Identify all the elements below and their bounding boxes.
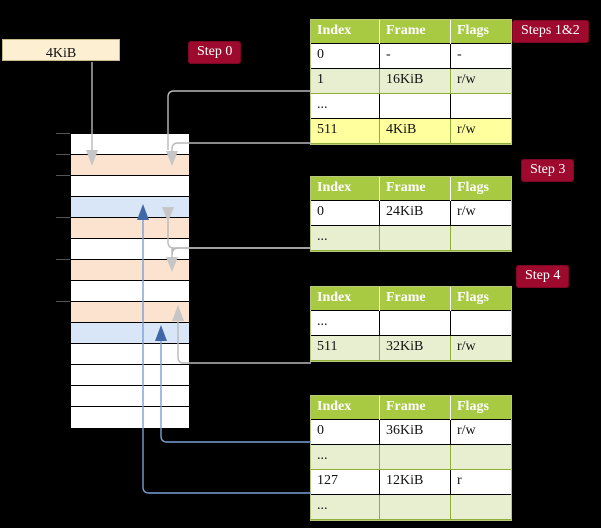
column-header-index: Index: [311, 287, 380, 311]
column-header-frame: Frame: [379, 20, 451, 44]
memory-row-tick: [56, 259, 70, 260]
memory-frame-row: [71, 365, 189, 386]
table-cell-frame: 24KiB: [379, 200, 451, 226]
table-cell-flags: r: [450, 469, 511, 495]
table-cell-flags: -: [450, 43, 511, 69]
table-cell-index: 1: [311, 68, 380, 94]
connector-table2-return: [171, 247, 311, 255]
badge-step-3: Step 3: [521, 159, 575, 182]
column-header-flags: Flags: [450, 20, 511, 44]
column-header-frame: Frame: [379, 396, 451, 420]
table-cell-flags: [450, 310, 511, 336]
table-cell-index: ...: [311, 93, 380, 119]
memory-frame-row: [71, 218, 189, 239]
table-cell-flags: [450, 225, 511, 251]
memory-row-tick: [56, 175, 70, 176]
source-frame-box: 4KiB: [2, 39, 120, 61]
memory-frame-row: [71, 239, 189, 260]
table-cell-frame: [379, 444, 451, 470]
memory-row-tick: [56, 133, 70, 134]
column-header-frame: Frame: [379, 287, 451, 311]
table-cell-index: ...: [311, 310, 380, 336]
memory-frame-row: [71, 155, 189, 176]
table-cell-frame: -: [379, 43, 451, 69]
table-row: ...: [311, 444, 511, 470]
table-cell-flags: [450, 444, 511, 470]
physical-memory-column: [70, 133, 190, 429]
column-header-frame: Frame: [379, 177, 451, 201]
table-row: ...: [311, 494, 511, 520]
table-row: ...: [311, 93, 511, 119]
memory-frame-row: [71, 176, 189, 197]
table-cell-frame: [379, 494, 451, 520]
table-cell-frame: [379, 225, 451, 251]
table-row: ...: [311, 310, 511, 336]
column-header-flags: Flags: [450, 287, 511, 311]
table-cell-frame: 4KiB: [379, 118, 451, 144]
table-cell-flags: r/w: [450, 419, 511, 445]
table-cell-flags: r/w: [450, 118, 511, 144]
column-header-index: Index: [311, 396, 380, 420]
memory-frame-row: [71, 134, 189, 155]
table-cell-flags: [450, 494, 511, 520]
memory-frame-row: [71, 302, 189, 323]
memory-frame-row: [71, 344, 189, 365]
table-cell-frame: 32KiB: [379, 335, 451, 361]
table-cell-frame: [379, 93, 451, 119]
memory-frame-row: [71, 323, 189, 344]
table-cell-index: 511: [311, 335, 380, 361]
table-cell-index: 0: [311, 43, 380, 69]
memory-row-tick: [56, 301, 70, 302]
table-cell-frame: 12KiB: [379, 469, 451, 495]
table-cell-frame: 16KiB: [379, 68, 451, 94]
table-cell-index: 0: [311, 200, 380, 226]
column-header-index: Index: [311, 20, 380, 44]
table-cell-flags: r/w: [450, 335, 511, 361]
table-cell-flags: r/w: [450, 200, 511, 226]
table-cell-index: ...: [311, 494, 380, 520]
table-cell-index: ...: [311, 225, 380, 251]
memory-frame-row: [71, 407, 189, 428]
table-cell-flags: r/w: [450, 68, 511, 94]
table-cell-index: 127: [311, 469, 380, 495]
badge-step-0: Step 0: [188, 41, 242, 64]
table-cell-flags: [450, 93, 511, 119]
table-cell-index: 0: [311, 419, 380, 445]
memory-frame-row: [71, 386, 189, 407]
table-cell-index: 511: [311, 118, 380, 144]
column-header-index: Index: [311, 177, 380, 201]
column-header-flags: Flags: [450, 396, 511, 420]
memory-frame-row: [71, 197, 189, 218]
memory-frame-row: [71, 260, 189, 281]
connector-table3-to-memory: [177, 320, 311, 364]
memory-row-tick: [56, 217, 70, 218]
badge-step-4: Step 4: [516, 265, 570, 288]
table-row: ...: [311, 225, 511, 251]
memory-row-tick: [56, 154, 70, 155]
table-cell-frame: [379, 310, 451, 336]
connector-table1-to-memory: [171, 142, 311, 153]
table-row: 0--: [311, 43, 511, 69]
table-cell-frame: 36KiB: [379, 419, 451, 445]
column-header-flags: Flags: [450, 177, 511, 201]
badge-steps-1-2: Steps 1&2: [512, 20, 589, 43]
table-cell-index: ...: [311, 444, 380, 470]
memory-frame-row: [71, 281, 189, 302]
